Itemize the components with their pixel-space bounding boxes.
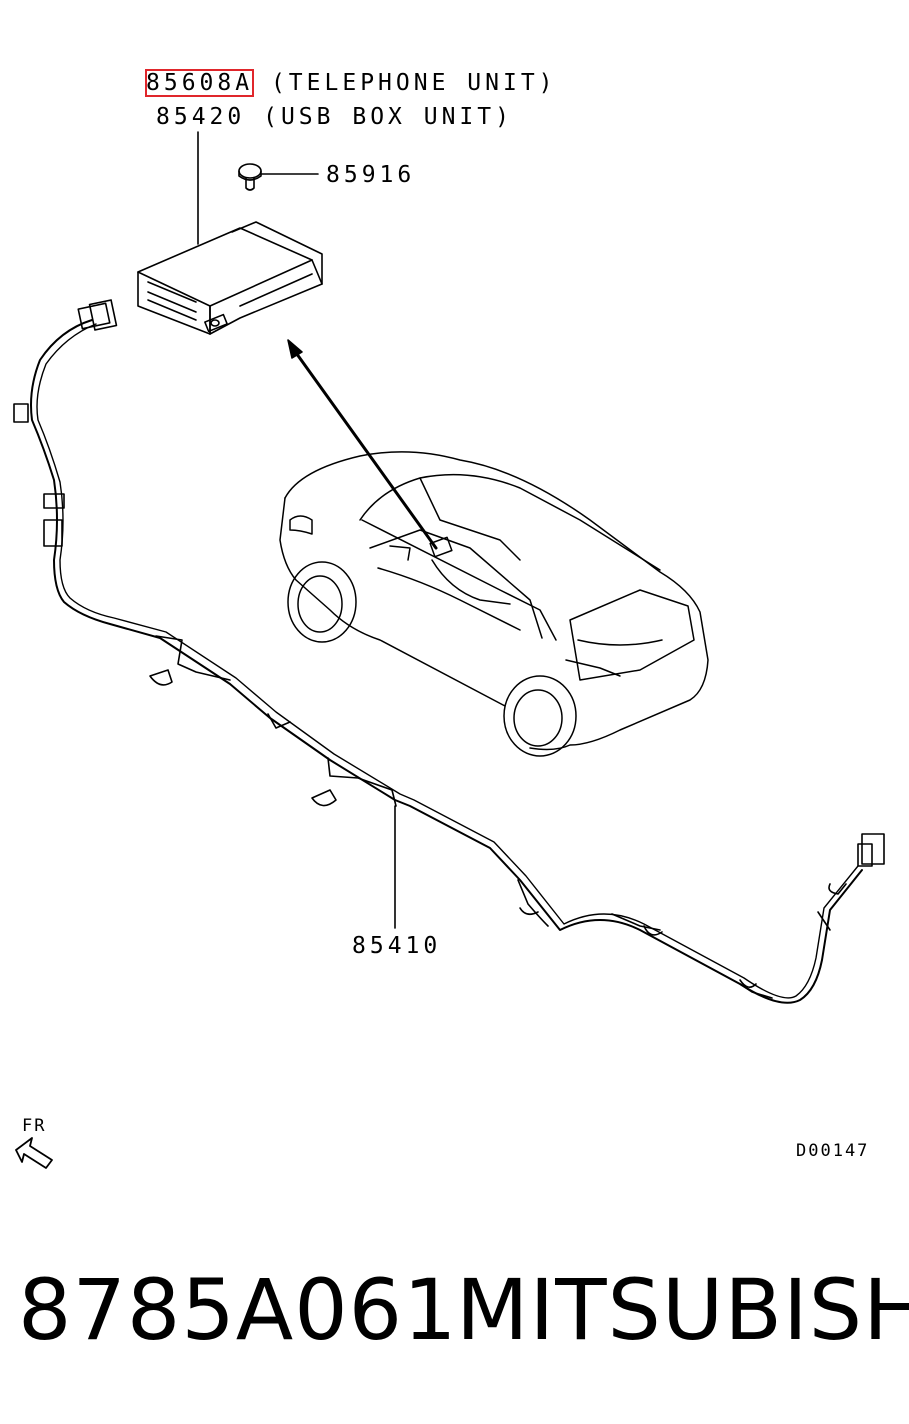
usb-box-unit-label: 85420 (USB BOX UNIT) [156, 106, 513, 129]
diagram-code: D00147 [796, 1141, 870, 1161]
telephone-unit-box [137, 221, 323, 335]
wire-harness-85410 [13, 299, 885, 1004]
front-label: FR [22, 1116, 47, 1136]
caption-part-number: 8785A061 [18, 1261, 458, 1359]
car-outline [279, 451, 709, 757]
parts-diagram [13, 131, 885, 1169]
screw-85916 [238, 163, 319, 191]
front-direction-arrow-icon [15, 1137, 53, 1169]
telephone-unit-part-number[interactable]: 85608A [144, 69, 255, 97]
screw-part-number[interactable]: 85916 [326, 162, 416, 188]
location-arrow [287, 339, 438, 550]
usb-box-description: (USB BOX UNIT) [263, 104, 513, 130]
harness-part-number[interactable]: 85410 [352, 933, 442, 959]
usb-box-part-number[interactable]: 85420 [156, 104, 246, 130]
telephone-unit-label: 85608A (TELEPHONE UNIT) [144, 69, 557, 97]
telephone-unit-description: (TELEPHONE UNIT) [270, 70, 557, 96]
caption-brand: MITSUBISHI [456, 1261, 909, 1359]
